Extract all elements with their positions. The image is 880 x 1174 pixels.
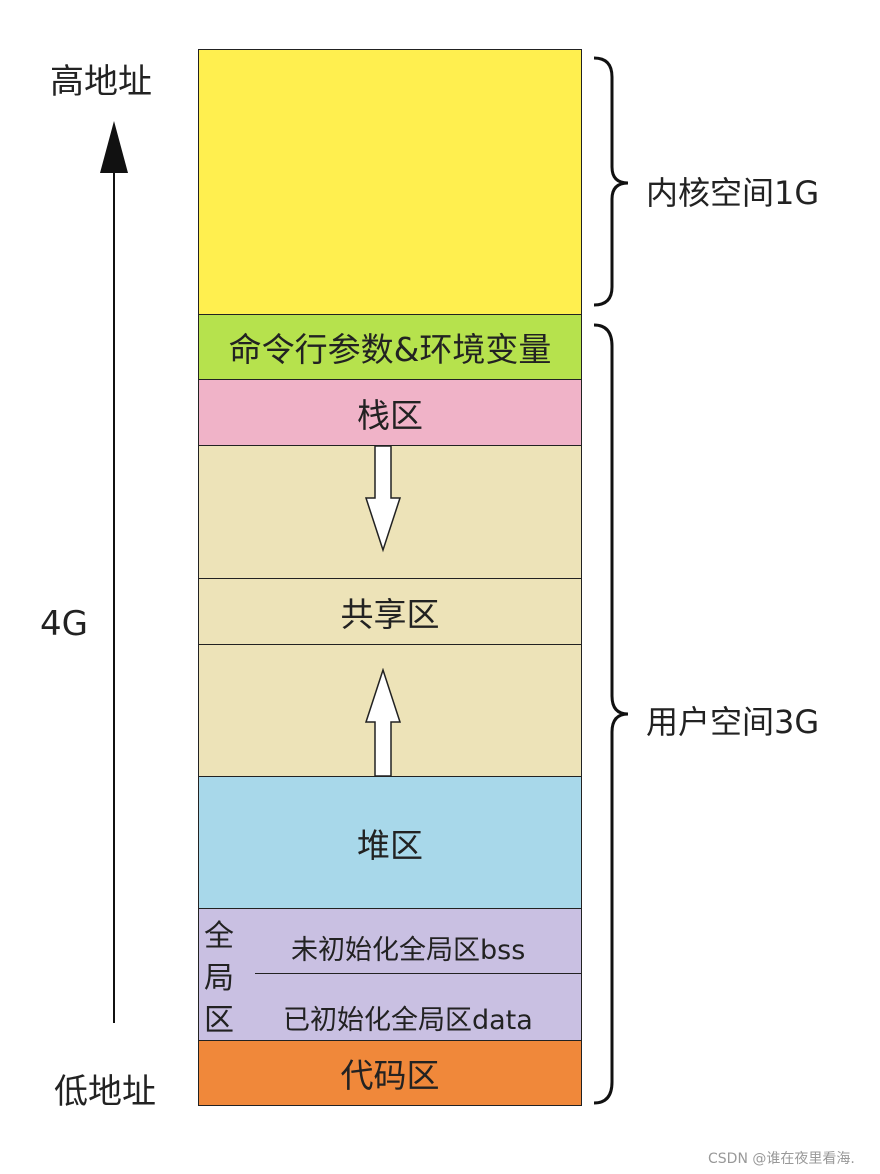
kernel-space-label: 内核空间1G (646, 174, 820, 212)
global-divider (255, 973, 581, 974)
heap-label: 堆区 (357, 825, 423, 865)
kernel-space-block (198, 49, 582, 315)
stack-block: 栈区 (198, 379, 582, 446)
shared-label: 共享区 (340, 594, 440, 634)
bss-label: 未初始化全局区bss (291, 935, 526, 966)
global-block: 全 局 区 未初始化全局区bss 已初始化全局区data (198, 908, 582, 1041)
data-label: 已初始化全局区data (283, 1005, 533, 1036)
high-address-label: 高地址 (50, 62, 152, 102)
stack-growth-down-arrow (364, 446, 402, 553)
global-title-char-3: 区 (204, 1003, 234, 1038)
global-title-char-1: 全 (204, 919, 234, 954)
user-space-label: 用户空间3G (646, 703, 820, 741)
user-space-brace (593, 323, 629, 1105)
stack-label: 栈区 (357, 395, 423, 435)
low-address-label: 低地址 (54, 1072, 156, 1112)
watermark: CSDN @谁在夜里看海. (708, 1151, 855, 1167)
heap-growth-up-arrow (364, 668, 402, 777)
address-axis-arrow (100, 121, 128, 1023)
args-env-label: 命令行参数&环境变量 (228, 330, 552, 369)
kernel-space-brace (593, 56, 629, 307)
size-label: 4G (40, 604, 88, 644)
axis-arrowhead (100, 121, 128, 173)
code-block: 代码区 (198, 1040, 582, 1106)
heap-block: 堆区 (198, 776, 582, 909)
shared-block: 共享区 (198, 578, 582, 645)
args-env-block: 命令行参数&环境变量 (198, 314, 582, 380)
code-label: 代码区 (340, 1056, 440, 1095)
global-title-char-2: 局 (204, 961, 234, 996)
